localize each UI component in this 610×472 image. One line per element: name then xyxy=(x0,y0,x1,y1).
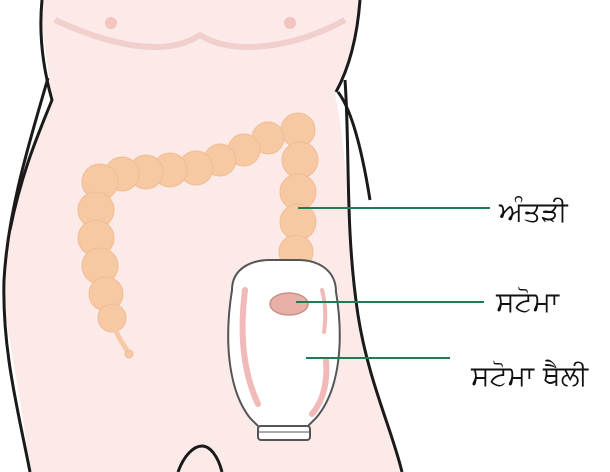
stoma xyxy=(270,293,308,315)
torso xyxy=(3,0,402,472)
torso-skin xyxy=(3,0,402,472)
stoma-bag-outlet xyxy=(258,426,310,440)
right-nipple xyxy=(284,17,296,29)
stoma-label: ਸਟੋਮਾ xyxy=(496,288,559,316)
stoma-bag-label: ਸਟੋਮਾ ਥੈਲੀ xyxy=(471,362,588,390)
left-nipple xyxy=(105,17,117,29)
intestine-label: ਅੰਤੜੀ xyxy=(499,198,568,226)
